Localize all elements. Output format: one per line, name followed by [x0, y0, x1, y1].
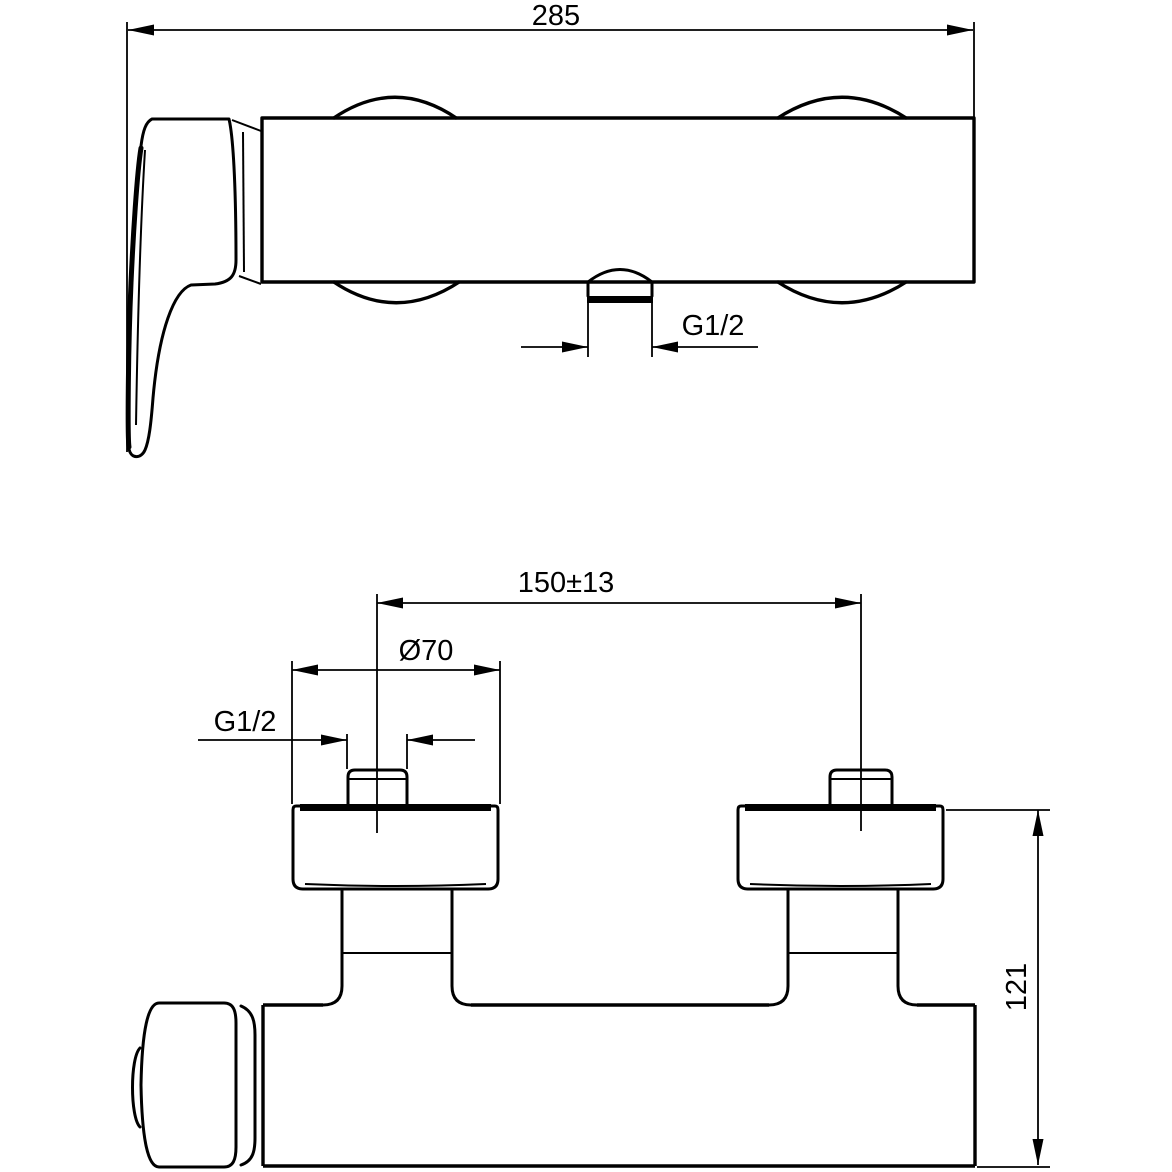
- arrowhead-right: [407, 734, 433, 746]
- riser-right-edge-b: [896, 887, 919, 1007]
- knob-outline: [139, 1001, 238, 1169]
- body-rect: [260, 116, 976, 284]
- dimension-outlet-thread: G1/2: [521, 303, 758, 357]
- dimension-inlet-thread: G1/2: [198, 706, 475, 769]
- body-top: [261, 1003, 977, 1168]
- arrowhead-right: [835, 597, 861, 609]
- arrowhead-left: [562, 341, 588, 353]
- dimension-escutcheon-diameter: Ø70: [291, 635, 501, 804]
- outlet-stub: [586, 268, 654, 303]
- inlet-riser-right: [767, 887, 919, 1007]
- mixer-top-outline: [131, 768, 977, 1169]
- thread-nipple-left: [346, 768, 409, 808]
- arrowhead-top: [1032, 810, 1044, 836]
- handle-knob: [131, 1001, 238, 1169]
- cap-mid-line: [242, 131, 245, 273]
- dimension-overall-width: 285: [126, 0, 975, 452]
- riser-left-edge-a: [321, 887, 344, 1007]
- dimension-label-g12-outlet: G1/2: [682, 310, 745, 342]
- dimension-label-g12-inlet: G1/2: [214, 706, 277, 738]
- riser-right-edge-a: [767, 887, 790, 1007]
- dimension-label-121: 121: [1001, 963, 1033, 1011]
- escutcheon-right-base-line: [749, 883, 932, 887]
- arrowhead-left: [377, 597, 403, 609]
- escutcheon-right-outline: [736, 804, 945, 891]
- cap-top-line: [231, 119, 262, 132]
- outlet-arc: [586, 268, 654, 284]
- arrowhead-left: [321, 734, 347, 746]
- dimension-label-150: 150±13: [518, 567, 615, 599]
- top-view: 150±13 Ø70 G1/2: [131, 567, 1050, 1169]
- escutcheon-right: [736, 804, 945, 891]
- escutcheon-left: [291, 804, 500, 891]
- handle-cap-top: [239, 1004, 257, 1167]
- escutcheon-arc-bottom-left: [332, 280, 461, 305]
- inlet-riser-left: [321, 887, 473, 1007]
- escutcheon-left-outline: [291, 804, 500, 891]
- dimension-body-depth: 121: [946, 809, 1050, 1168]
- arrowhead-right: [947, 24, 973, 36]
- dimension-label-d70: Ø70: [399, 635, 454, 667]
- escutcheon-left-base-line: [304, 883, 487, 887]
- arrowhead-left: [128, 24, 154, 36]
- escutcheon-arc-bottom-right: [776, 280, 908, 305]
- handle-cap: [231, 119, 262, 285]
- thread-nipple-right: [828, 768, 894, 808]
- arrowhead-left: [292, 664, 318, 676]
- side-view: 285: [125, 0, 976, 459]
- escutcheon-arc-top-right: [776, 95, 908, 120]
- dimension-label-285: 285: [532, 0, 580, 32]
- riser-left-edge-b: [450, 887, 473, 1007]
- arrowhead-right: [474, 664, 500, 676]
- knob-bump: [131, 1046, 142, 1129]
- handle-edge-highlight: [135, 149, 146, 426]
- arrowhead-bottom: [1032, 1139, 1044, 1165]
- mixer-side-outline: [125, 95, 976, 459]
- escutcheon-arc-top-left: [332, 95, 458, 120]
- arrowhead-right: [652, 341, 678, 353]
- handle-edge-accent: [125, 145, 144, 450]
- dimension-inlet-spacing: 150±13: [377, 567, 861, 609]
- cap-bottom-line: [238, 275, 262, 285]
